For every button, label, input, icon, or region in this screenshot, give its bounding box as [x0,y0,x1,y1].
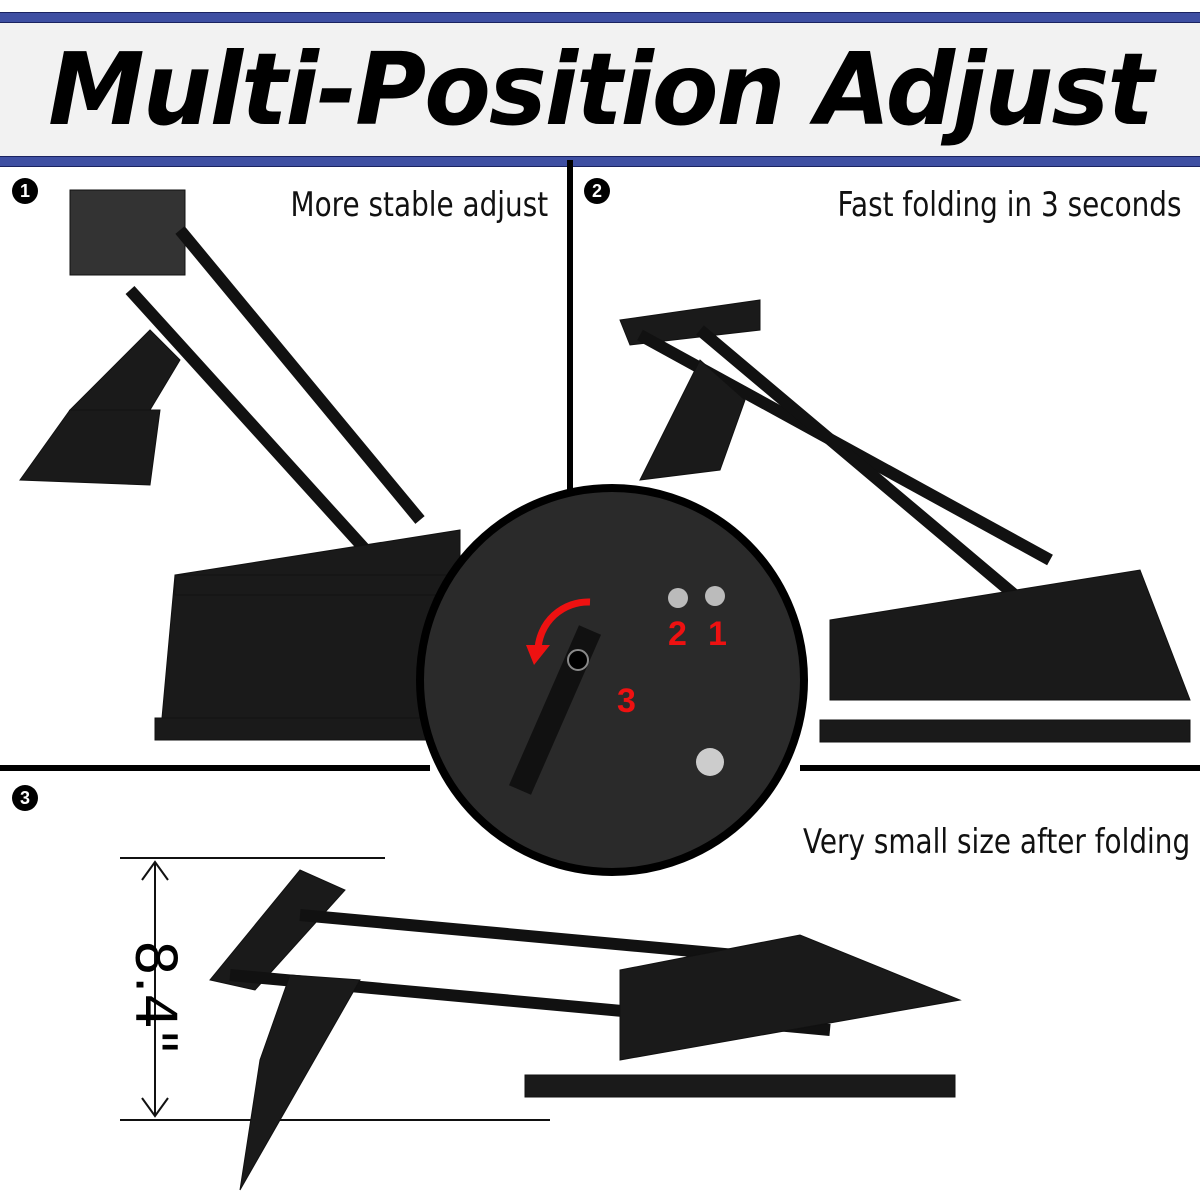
wheel-stand-folding-image [619,299,1191,743]
divider-vertical [567,160,573,490]
caption-1: More stable adjust [290,185,548,225]
bottom-accent-bar [0,156,1200,167]
wheel-stand-extended-image [19,189,461,741]
step-badge-1: 1 [12,178,38,204]
page-title: Multi-Position Adjust [48,31,1154,148]
position-label-1: 1 [708,615,727,653]
divider-horizontal-left [0,765,430,771]
header-banner: Multi-Position Adjust [0,23,1200,156]
step-badge-3: 3 [12,785,38,811]
height-dimension-label: 8.4" [122,940,188,1055]
rotate-arrow-icon [534,598,591,651]
caption-2: Fast folding in 3 seconds [837,185,1182,225]
caption-3: Very small size after folding [802,822,1190,862]
divider-horizontal-right [800,765,1200,771]
top-accent-bar [0,12,1200,23]
step-badge-2: 2 [584,178,610,204]
position-label-2: 2 [668,615,687,653]
wheel-stand-folded-image [120,857,962,1191]
knob-label-3: 3 [617,682,636,720]
detail-zoom-circle [416,484,808,876]
